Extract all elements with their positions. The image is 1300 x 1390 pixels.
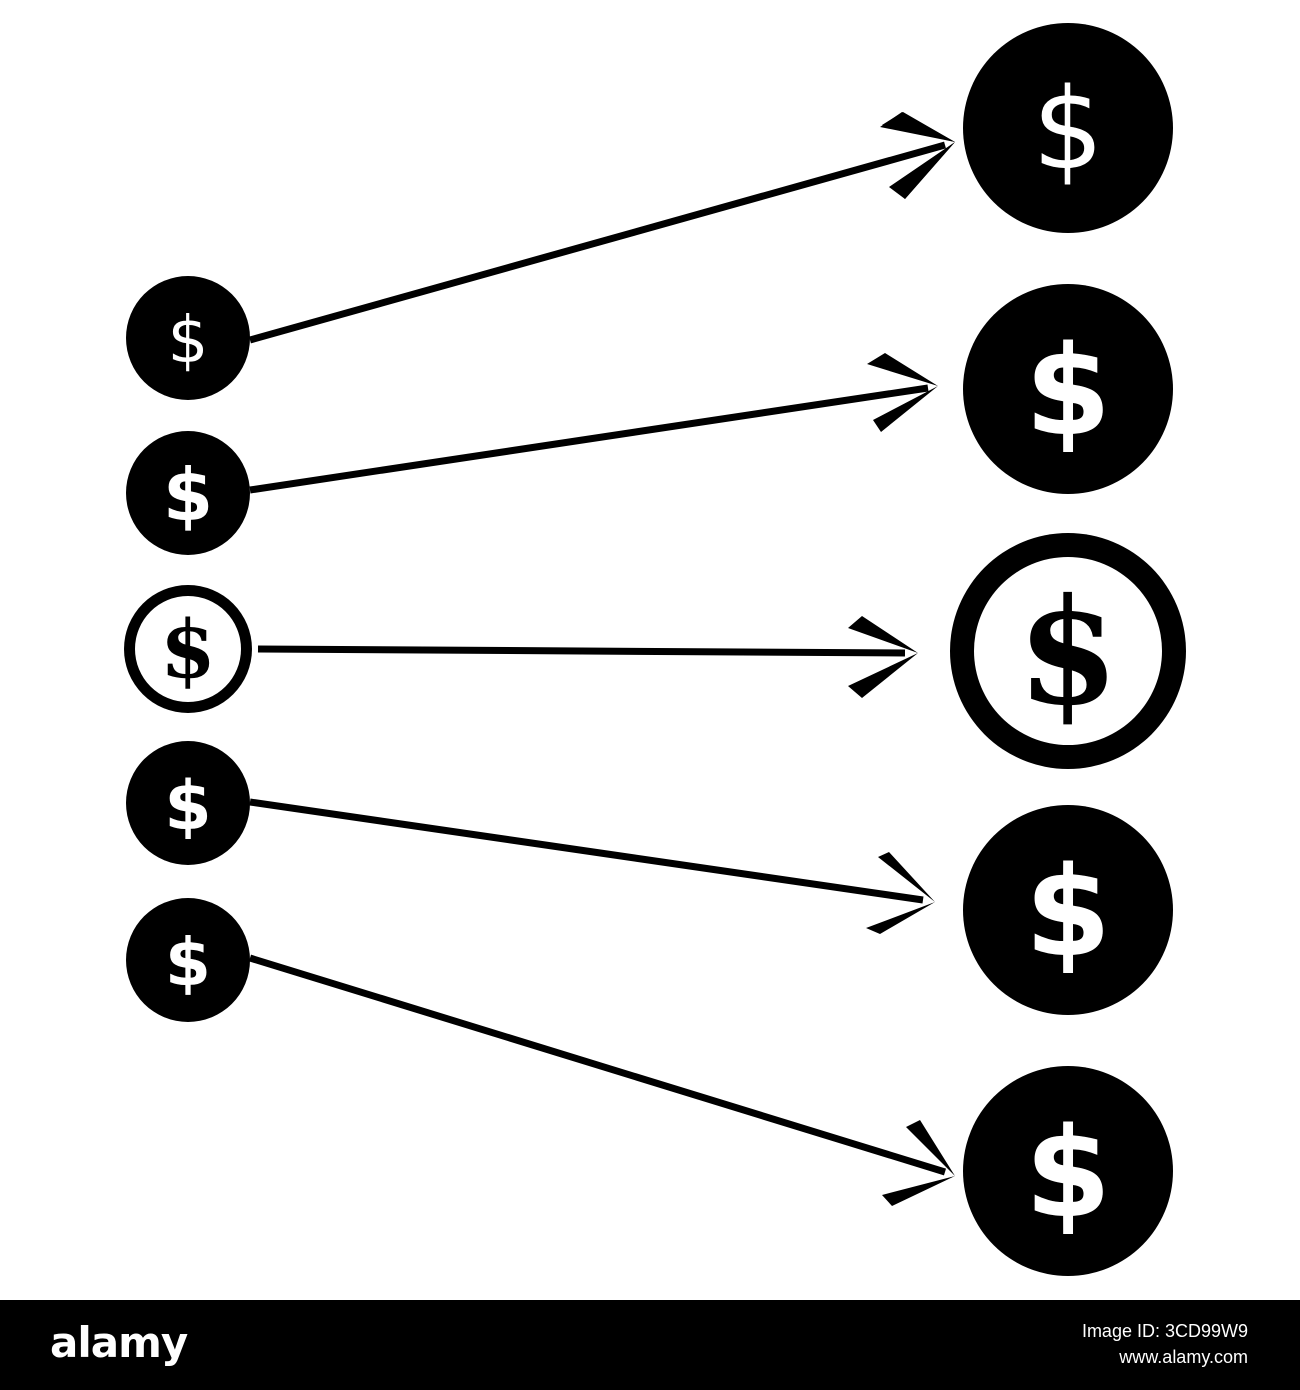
dollar-icon: $ (164, 767, 211, 846)
target-coin-1: $ (963, 23, 1173, 233)
source-coin-2-disc (126, 431, 250, 555)
dollar-icon: $ (165, 924, 211, 1001)
dollar-icon: $ (160, 602, 216, 696)
arrow-5-chevron-icon (882, 1120, 955, 1206)
target-coin-5-disc (963, 1066, 1173, 1276)
footer-meta: Image ID: 3CD99W9 www.alamy.com (1082, 1318, 1248, 1370)
target-coin-2: $ (963, 284, 1173, 494)
arrow-5 (248, 954, 955, 1206)
target-coin-2-disc (963, 284, 1173, 494)
source-coin-4-disc (126, 741, 250, 865)
arrow-5-line (248, 954, 947, 1176)
arrow-4 (249, 798, 935, 934)
diagram-canvas: $ $ $ $ $ $ $ (124, 23, 1186, 1276)
arrow-1 (249, 112, 955, 344)
arrow-4-line (249, 798, 924, 904)
target-coin-3: $ (950, 533, 1186, 769)
site-url-text: www.alamy.com (1119, 1347, 1248, 1367)
source-coin-5: $ (126, 898, 250, 1022)
arrow-3-line (257, 645, 906, 657)
target-coin-4-disc (963, 805, 1173, 1015)
source-coin-3: $ (124, 585, 252, 713)
arrow-1-line (249, 141, 946, 344)
source-coin-1: $ (126, 276, 250, 400)
arrow-4-chevron-icon (866, 852, 935, 934)
arrow-2-line (249, 384, 929, 494)
arrow-3-chevron-icon (848, 616, 918, 698)
arrow-2 (249, 353, 938, 494)
source-coin-5-disc (126, 898, 250, 1022)
diagram-svg: $ $ $ $ $ $ $ (124, 23, 1186, 1276)
dollar-icon: $ (1032, 65, 1103, 195)
arrow-2-chevron-icon (867, 353, 938, 432)
dollar-icon: $ (163, 453, 213, 537)
source-coin-3-face (135, 596, 241, 702)
dollar-icon: $ (168, 304, 209, 378)
alamy-logo: alamy (50, 1318, 188, 1367)
source-coin-2: $ (126, 431, 250, 555)
source-coin-4: $ (126, 741, 250, 865)
dollar-icon: $ (1017, 567, 1119, 738)
target-coin-5: $ (963, 1066, 1173, 1276)
arrow-3 (257, 616, 918, 698)
footer-bar: alamy Image ID: 3CD99W9 www.alamy.com (0, 1300, 1300, 1390)
target-coin-3-face (974, 557, 1162, 745)
image-id-text: Image ID: 3CD99W9 (1081, 1321, 1248, 1341)
dollar-icon: $ (1025, 841, 1111, 985)
target-coin-4: $ (963, 805, 1173, 1015)
target-coin-1-disc (963, 23, 1173, 233)
dollar-icon: $ (1025, 1102, 1111, 1246)
arrow-1-chevron-icon (880, 112, 955, 199)
dollar-icon: $ (1025, 320, 1111, 464)
source-coin-1-disc (126, 276, 250, 400)
